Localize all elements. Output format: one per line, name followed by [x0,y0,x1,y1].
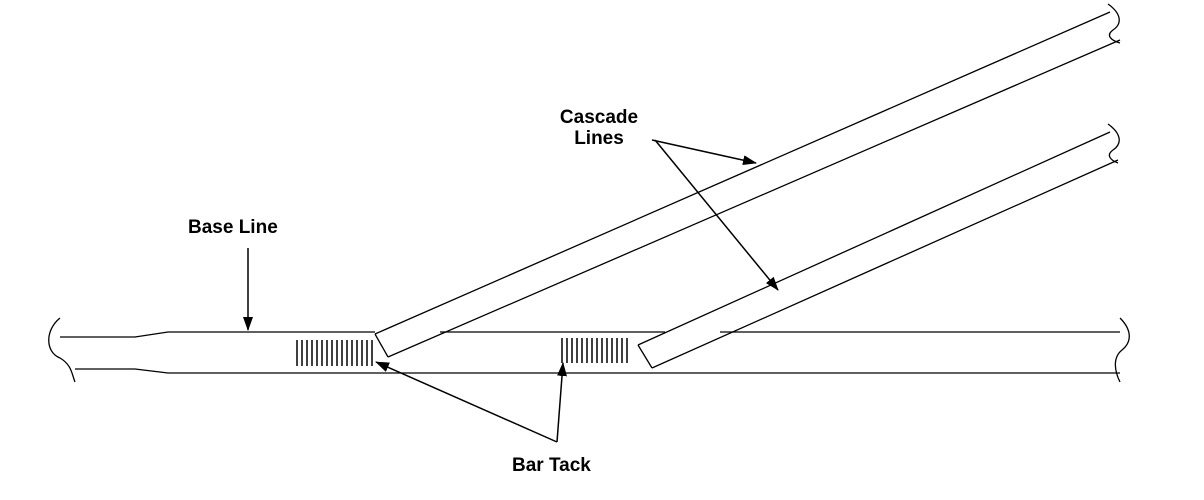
base-line-strap [48,317,1130,383]
cascade-label-line1: Cascade [559,107,639,128]
bar-tack-label: Bar Tack [512,455,591,476]
bar-tack-stitch-left [296,340,373,366]
base-line-label: Base Line [188,217,278,238]
cascade-arrow-upper [651,139,757,166]
bar-tack-arrow-left [375,361,558,443]
cascade-arrow-lower [654,139,779,291]
bar-tack-arrow-right [556,362,568,443]
cascade-strap-lower [637,123,1120,369]
cascade-strap-upper [374,3,1121,358]
bar-tack-stitch-right [561,338,628,363]
cascade-label-line2: Lines [574,128,624,147]
cascade-lines-label: Cascade Lines [544,107,654,147]
